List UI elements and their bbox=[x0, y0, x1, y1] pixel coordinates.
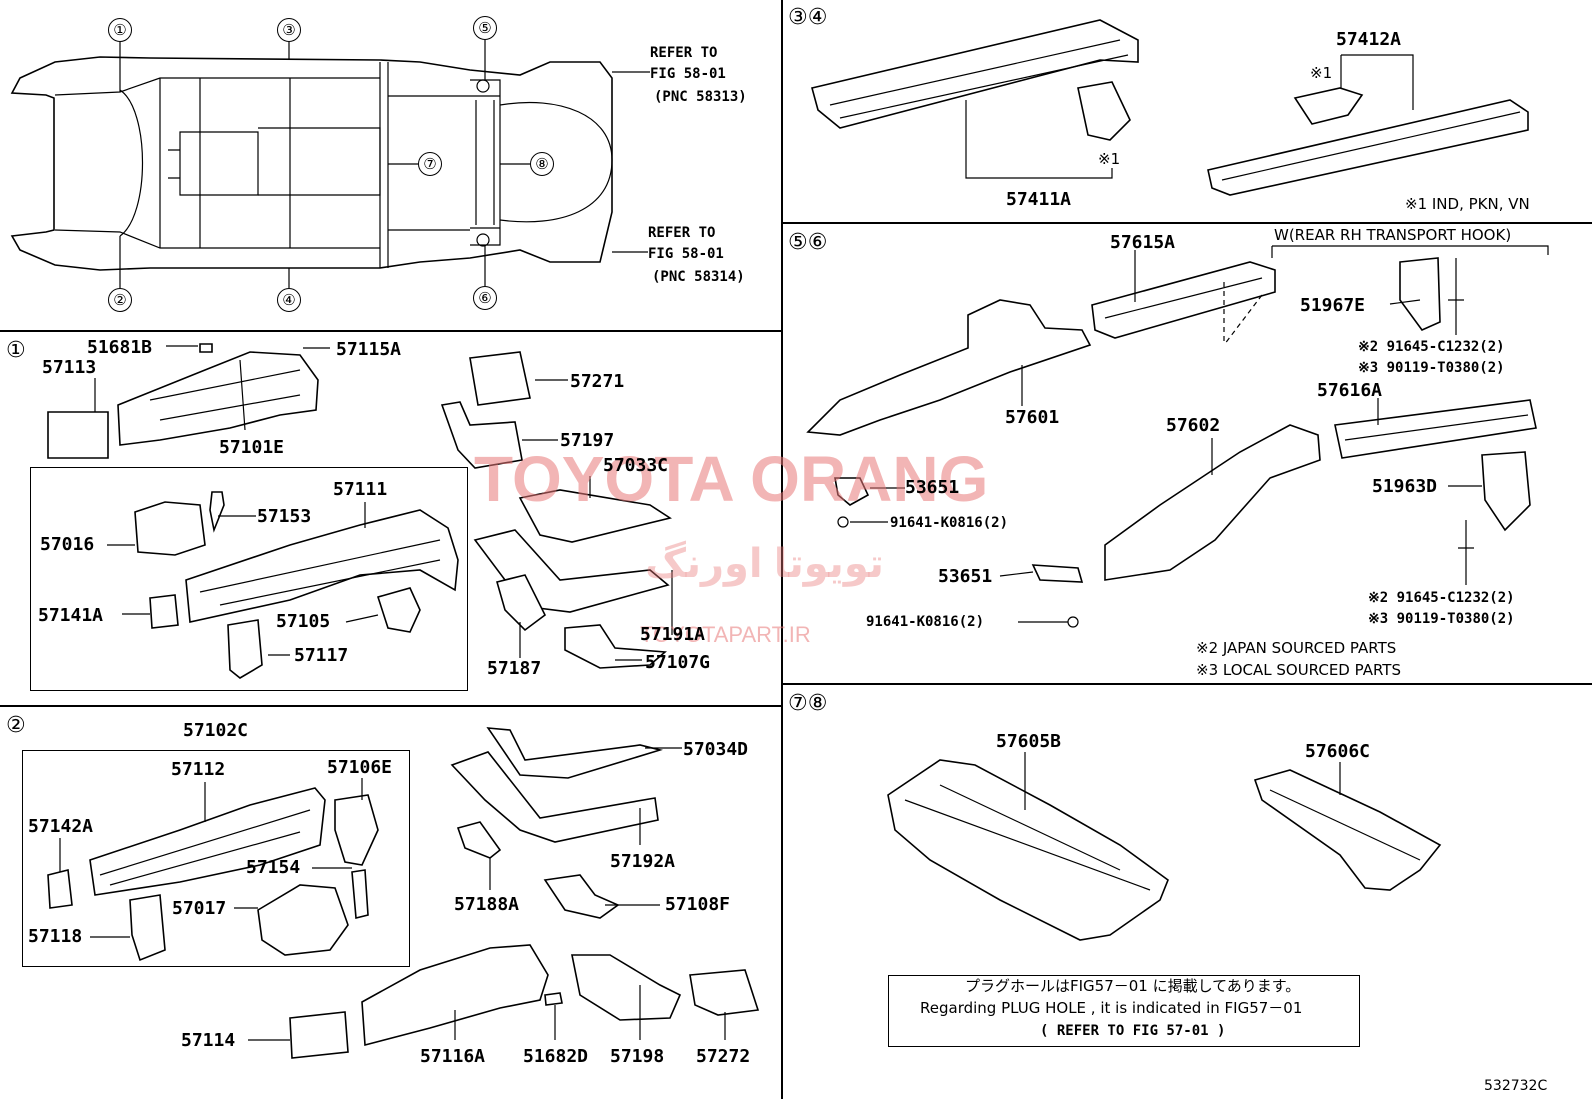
part-57197[interactable]: 57197 bbox=[560, 430, 615, 451]
part-57602[interactable]: 57602 bbox=[1166, 415, 1221, 436]
part-51963D[interactable]: 51963D bbox=[1372, 476, 1438, 497]
part-53651-lower[interactable]: 53651 bbox=[938, 566, 993, 587]
part-57154[interactable]: 57154 bbox=[246, 857, 301, 878]
mark-1-bottom: ※1 bbox=[1098, 150, 1121, 168]
callout-1: ① bbox=[108, 18, 132, 42]
diagram-id: 532732C bbox=[1484, 1078, 1548, 1094]
part-57601[interactable]: 57601 bbox=[1005, 407, 1060, 428]
frame-divider-mid-right bbox=[781, 683, 1592, 685]
frame-divider-vertical bbox=[781, 0, 783, 1099]
part-57105[interactable]: 57105 bbox=[276, 611, 331, 632]
part-57112[interactable]: 57112 bbox=[171, 759, 226, 780]
part-57117[interactable]: 57117 bbox=[294, 645, 349, 666]
section-78-marker: ⑦⑧ bbox=[788, 691, 828, 716]
section-56-marker: ⑤⑥ bbox=[788, 230, 828, 255]
part-57272[interactable]: 57272 bbox=[696, 1046, 751, 1067]
part-57606C[interactable]: 57606C bbox=[1305, 741, 1371, 762]
part-57412A[interactable]: 57412A bbox=[1336, 29, 1402, 50]
part-57034D[interactable]: 57034D bbox=[683, 739, 749, 760]
part-51967E[interactable]: 51967E bbox=[1300, 295, 1366, 316]
section-1-marker: ① bbox=[6, 338, 26, 363]
section-56-parts bbox=[806, 245, 1549, 628]
note-japan-sourced: ※2 JAPAN SOURCED PARTS bbox=[1196, 639, 1397, 657]
part-57142A[interactable]: 57142A bbox=[28, 816, 94, 837]
part-57141A[interactable]: 57141A bbox=[38, 605, 104, 626]
plug-hole-note-box bbox=[888, 975, 1360, 1047]
part-57111[interactable]: 57111 bbox=[333, 479, 388, 500]
part-57017[interactable]: 57017 bbox=[172, 898, 227, 919]
part-57113[interactable]: 57113 bbox=[42, 357, 97, 378]
refer-rh-line1: REFER TO bbox=[650, 45, 718, 61]
part-57106E[interactable]: 57106E bbox=[327, 757, 393, 778]
bolt-91641-upper[interactable]: 91641-K0816(2) bbox=[890, 515, 1009, 531]
part-57192A[interactable]: 57192A bbox=[610, 851, 676, 872]
part-57115A[interactable]: 57115A bbox=[336, 339, 402, 360]
watermark-title: TOYOTA ORANG bbox=[474, 443, 989, 515]
refer-lh-line1: REFER TO bbox=[648, 225, 716, 241]
part-57033C[interactable]: 57033C bbox=[603, 455, 669, 476]
refer-rh-line2: FIG 58-01 bbox=[650, 66, 726, 82]
group-box-57102C bbox=[22, 750, 410, 967]
note-local-sourced: ※3 LOCAL SOURCED PARTS bbox=[1196, 661, 1401, 679]
part-51681B[interactable]: 51681B bbox=[87, 337, 153, 358]
watermark-arabic: تویوتا اورنگ bbox=[645, 542, 884, 586]
mark-1-top: ※1 bbox=[1310, 64, 1333, 82]
part-57615A[interactable]: 57615A bbox=[1110, 232, 1176, 253]
part-57116A[interactable]: 57116A bbox=[420, 1046, 486, 1067]
leader-lines bbox=[59, 250, 1482, 1041]
section-2-marker: ② bbox=[6, 713, 26, 738]
callout-2: ② bbox=[108, 288, 132, 312]
part-57107G[interactable]: 57107G bbox=[645, 652, 711, 673]
frame-divider-top-left bbox=[0, 330, 781, 332]
callout-4: ④ bbox=[277, 288, 301, 312]
section-1-parts bbox=[47, 343, 672, 679]
section-34-parts bbox=[811, 19, 1529, 196]
section-78-parts bbox=[887, 759, 1442, 941]
refer-lh-line3: (PNC 58314) bbox=[652, 269, 745, 285]
part-57108F[interactable]: 57108F bbox=[665, 894, 731, 915]
section-2-parts bbox=[47, 727, 760, 1059]
refer-rh-line3: (PNC 58313) bbox=[654, 89, 747, 105]
part-57191A[interactable]: 57191A bbox=[640, 624, 706, 645]
part-57411A[interactable]: 57411A bbox=[1006, 189, 1072, 210]
section-34-marker: ③④ bbox=[788, 5, 828, 30]
callout-5: ⑤ bbox=[473, 16, 497, 40]
part-57114[interactable]: 57114 bbox=[181, 1030, 236, 1051]
plug-hole-note-jp: プラグホールはFIG57－01 に掲載してあります。 bbox=[965, 977, 1301, 995]
callout-6: ⑥ bbox=[473, 286, 497, 310]
note-ind-pkn-vn: ※1 IND, PKN, VN bbox=[1405, 195, 1530, 213]
group-box-57101E bbox=[30, 467, 468, 691]
part-57101E[interactable]: 57101E bbox=[219, 437, 285, 458]
part-57198[interactable]: 57198 bbox=[610, 1046, 665, 1067]
frame-divider-mid-left bbox=[0, 705, 781, 707]
floor-overview bbox=[10, 40, 650, 288]
part-57118[interactable]: 57118 bbox=[28, 926, 83, 947]
bolt-91641-lower[interactable]: 91641-K0816(2) bbox=[866, 614, 985, 630]
part-57188A[interactable]: 57188A bbox=[454, 894, 520, 915]
part-57605B[interactable]: 57605B bbox=[996, 731, 1062, 752]
watermark-site: TOYOTAPART.IR bbox=[640, 622, 811, 647]
part-57616A[interactable]: 57616A bbox=[1317, 380, 1383, 401]
part-57016[interactable]: 57016 bbox=[40, 534, 95, 555]
refer-lh-line2: FIG 58-01 bbox=[648, 246, 724, 262]
plug-hole-refer[interactable]: ( REFER TO FIG 57-01 ) bbox=[1040, 1023, 1226, 1039]
frame-divider-top-right bbox=[781, 222, 1592, 224]
callout-3: ③ bbox=[277, 18, 301, 42]
transport-hook-label: W(REAR RH TRANSPORT HOOK) bbox=[1274, 226, 1512, 244]
part-53651-upper[interactable]: 53651 bbox=[905, 477, 960, 498]
part-57187[interactable]: 57187 bbox=[487, 658, 542, 679]
callout-7: ⑦ bbox=[418, 152, 442, 176]
local-bolt-lower[interactable]: ※3 90119-T0380(2) bbox=[1368, 611, 1515, 627]
part-57271[interactable]: 57271 bbox=[570, 371, 625, 392]
part-51682D[interactable]: 51682D bbox=[523, 1046, 589, 1067]
japan-bolt-upper[interactable]: ※2 91645-C1232(2) bbox=[1358, 339, 1505, 355]
plug-hole-note-en: Regarding PLUG HOLE , it is indicated in… bbox=[920, 999, 1303, 1017]
japan-bolt-lower[interactable]: ※2 91645-C1232(2) bbox=[1368, 590, 1515, 606]
part-57153[interactable]: 57153 bbox=[257, 506, 312, 527]
part-57102C[interactable]: 57102C bbox=[183, 720, 249, 741]
callout-8: ⑧ bbox=[530, 152, 554, 176]
local-bolt-upper[interactable]: ※3 90119-T0380(2) bbox=[1358, 360, 1505, 376]
